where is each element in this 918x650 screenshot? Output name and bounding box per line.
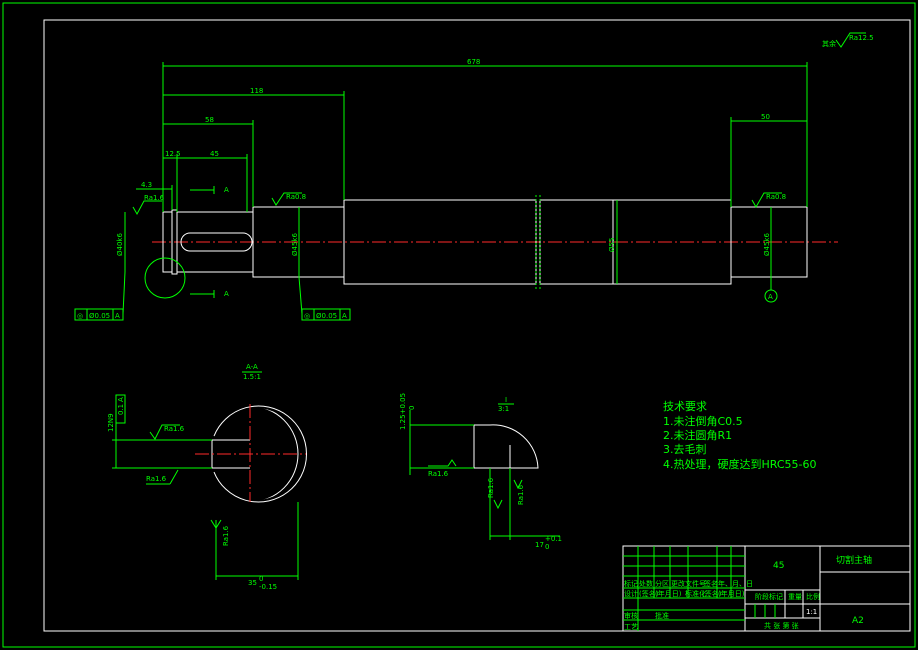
svg-text:共 张 第 张: 共 张 第 张 xyxy=(764,621,799,630)
svg-text:0.1: 0.1 xyxy=(117,404,125,415)
note-item: 1.未注倒角C0.5 xyxy=(663,414,743,428)
svg-text:Ra1.6: Ra1.6 xyxy=(487,477,495,498)
shaft-outline xyxy=(162,199,808,285)
material: 45 xyxy=(773,561,784,571)
svg-text:设计: 设计 xyxy=(624,589,638,598)
svg-text:I: I xyxy=(505,396,507,404)
svg-text:(年月日): (年月日) xyxy=(718,589,745,598)
svg-text:17: 17 xyxy=(535,541,544,549)
svg-text:+0.1: +0.1 xyxy=(545,535,562,543)
svg-text:Ø0.05: Ø0.05 xyxy=(316,312,337,320)
title-block: 45 切割主轴 A2 1:1 标记 处数 分区 更改文件号 签名 年、月、日 设… xyxy=(622,545,911,632)
svg-text:年、月、日: 年、月、日 xyxy=(718,579,753,588)
svg-text:Ra1.6: Ra1.6 xyxy=(144,194,165,202)
svg-text:比例: 比例 xyxy=(806,592,820,601)
svg-text:A: A xyxy=(342,312,347,320)
svg-text:A-A: A-A xyxy=(246,363,258,371)
svg-text:其余: 其余 xyxy=(822,39,836,48)
overall-roughness: 其余 Ra12.5 xyxy=(822,32,874,48)
roughness-marks: Ra1.6 Ra0.8 Ra0.8 xyxy=(132,192,786,216)
svg-text:0: 0 xyxy=(408,406,416,410)
svg-text:A: A xyxy=(117,397,125,402)
detail-circle xyxy=(144,257,186,299)
dim-12-5: 12.5 xyxy=(165,150,181,158)
dim-dia-40: Ø40k6 xyxy=(116,233,124,256)
dim-50: 50 xyxy=(761,113,770,121)
sheet-size: A2 xyxy=(852,616,864,626)
notes-heading: 技术要求 xyxy=(663,400,707,413)
svg-text:审核: 审核 xyxy=(624,611,638,620)
svg-text:Ra0.8: Ra0.8 xyxy=(286,193,306,201)
svg-text:0: 0 xyxy=(545,543,549,551)
section-a-markers: A A xyxy=(190,186,229,298)
svg-text:工艺: 工艺 xyxy=(624,623,638,631)
dim-dia-55: Ø55 xyxy=(608,238,616,252)
svg-text:(签名): (签名) xyxy=(702,589,722,598)
dim-45: 45 xyxy=(210,150,219,158)
svg-text:Ra1.6: Ra1.6 xyxy=(222,525,230,546)
svg-text:1.5:1: 1.5:1 xyxy=(243,373,261,381)
dim-dia-45-right: Ø45k6 xyxy=(763,233,771,256)
note-item: 2.未注圆角R1 xyxy=(663,428,732,442)
technical-notes: 技术要求 1.未注倒角C0.5 2.未注圆角R1 3.去毛刺 4.热处理，硬度达… xyxy=(663,400,817,471)
title-block-labels: 标记 处数 分区 更改文件号 签名 年、月、日 设计 (签名) (年月日) 标准… xyxy=(624,579,820,631)
svg-text:批准: 批准 xyxy=(655,611,669,620)
dimension-lines xyxy=(124,62,808,285)
section-a-a: A-A 1.5:1 12N9 0.1 A 35 0 -0.15 xyxy=(107,363,307,591)
svg-text:35: 35 xyxy=(248,579,257,587)
dim-4-3: 4.3 xyxy=(141,181,152,189)
dim-dia-45-left: Ø45k6 xyxy=(291,233,299,256)
tolerance-frame-left: ◎ Ø0.05 A xyxy=(74,271,126,321)
datum-a: A xyxy=(764,277,778,303)
svg-text:更改文件号: 更改文件号 xyxy=(671,579,706,588)
svg-text:Ra1.6: Ra1.6 xyxy=(146,475,167,483)
svg-text:重量: 重量 xyxy=(788,593,802,601)
scale-value: 1:1 xyxy=(806,608,817,616)
svg-text:Ra1.6: Ra1.6 xyxy=(517,484,525,505)
svg-text:签名: 签名 xyxy=(704,579,718,588)
svg-text:3:1: 3:1 xyxy=(498,405,509,413)
svg-text:处数: 处数 xyxy=(639,579,653,588)
svg-text:Ø0.05: Ø0.05 xyxy=(89,312,110,320)
svg-text:Ra1.6: Ra1.6 xyxy=(428,470,449,478)
dimension-texts: 678 118 58 12.5 45 50 4.3 Ø40k6 Ø45k6 Ø5… xyxy=(116,58,771,256)
note-item: 3.去毛刺 xyxy=(663,443,707,456)
tolerance-frame-middle: ◎ Ø0.05 A xyxy=(298,276,351,321)
svg-text:Ra0.8: Ra0.8 xyxy=(766,193,786,201)
detail-view-i: I 3:1 1.25+0.05 0 Ra1.6 17 +0.1 0 Ra1.6 … xyxy=(399,393,562,551)
svg-text:A: A xyxy=(768,293,773,301)
svg-text:A: A xyxy=(115,312,120,320)
dim-58: 58 xyxy=(205,116,214,124)
part-name: 切割主轴 xyxy=(836,554,872,566)
svg-text:0: 0 xyxy=(259,575,263,583)
svg-text:Ra1.6: Ra1.6 xyxy=(164,425,185,433)
svg-text:12N9: 12N9 xyxy=(107,413,115,432)
dim-678: 678 xyxy=(467,58,480,66)
svg-text:(签名): (签名) xyxy=(639,589,659,598)
svg-text:A: A xyxy=(224,186,229,194)
svg-text:A: A xyxy=(224,290,229,298)
dim-118: 118 xyxy=(250,87,263,95)
note-item: 4.热处理，硬度达到HRC55-60 xyxy=(663,457,817,471)
svg-text:Ra12.5: Ra12.5 xyxy=(849,34,874,42)
svg-text:(年月日): (年月日) xyxy=(655,589,682,598)
svg-text:阶段标记: 阶段标记 xyxy=(755,592,783,601)
svg-text:-0.15: -0.15 xyxy=(259,583,277,591)
svg-text:标记: 标记 xyxy=(624,579,638,588)
svg-text:◎: ◎ xyxy=(304,312,310,320)
svg-text:分区: 分区 xyxy=(655,579,669,588)
inner-frame xyxy=(43,19,911,632)
svg-text:1.25+0.05: 1.25+0.05 xyxy=(399,393,407,430)
svg-text:标准化: 标准化 xyxy=(685,589,706,598)
svg-text:◎: ◎ xyxy=(77,312,83,320)
